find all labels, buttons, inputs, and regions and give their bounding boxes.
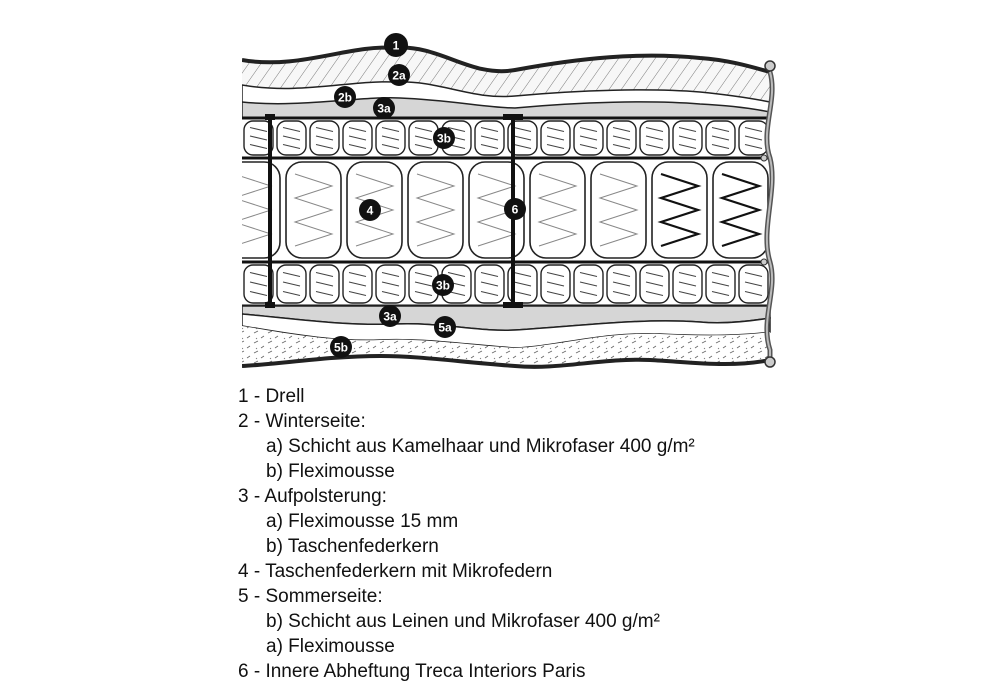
legend-item-5a: a) Fleximousse [266, 636, 395, 657]
pocket-spring-cell [705, 120, 736, 156]
corner-knot-bottom [764, 356, 776, 368]
callout-5a: 5a [434, 316, 456, 338]
pocket-spring-cell [672, 264, 703, 304]
callout-6-label: 6 [512, 203, 519, 217]
pocket-spring-cell [408, 120, 439, 156]
pocket-spring-cell [309, 264, 340, 304]
pocket-spring-cell [375, 264, 406, 304]
main-spring-cell [529, 161, 586, 259]
callout-2b: 2b [334, 86, 356, 108]
callout-4: 4 [359, 199, 381, 221]
callout-6: 6 [504, 198, 526, 220]
legend-item-3a: a) Fleximousse 15 mm [266, 511, 459, 532]
legend-item-3b: b) Taschenfederkern [266, 536, 439, 557]
pocket-spring-cell [738, 264, 769, 304]
pocket-spring-cell [639, 264, 670, 304]
pocket-spring-cell [540, 264, 571, 304]
callout-3b-bottom-label: 3b [436, 279, 450, 293]
callout-5a-label: 5a [438, 321, 452, 335]
ticking-top-edge [242, 45, 771, 74]
pocket-spring-cell [738, 120, 769, 156]
main-spring-cell [285, 161, 342, 259]
pocket-spring-cell [276, 264, 307, 304]
callout-3a-bottom: 3a [379, 305, 401, 327]
legend-item-4: 4 - Taschenfederkern mit Mikrofedern [238, 561, 553, 582]
legend-item-1: 1 - Drell [238, 386, 305, 407]
pocket-spring-cell [507, 120, 538, 156]
callout-5b: 5b [330, 336, 352, 358]
pocket-spring-cell [573, 120, 604, 156]
pocket-spring-cell [342, 264, 373, 304]
pocket-spring-cell [243, 120, 274, 156]
pocket-spring-cell [309, 120, 340, 156]
legend: 1 - Drell 2 - Winterseite: a) Schicht au… [238, 384, 838, 684]
corner-knot-top [764, 60, 776, 72]
top-pocket-spring-row [242, 116, 770, 160]
mattress-cross-section-diagram: 1 2a 2b 3a 3b 4 6 3b 3a 5a 5b [242, 33, 776, 369]
main-spring-cell [590, 161, 647, 259]
legend-item-3: 3 - Aufpolsterung: [238, 486, 387, 507]
pocket-spring-cell [639, 120, 670, 156]
legend-item-2: 2 - Winterseite: [238, 411, 366, 432]
inner-tufting-left [265, 114, 275, 308]
pocket-spring-cell [705, 264, 736, 304]
legend-item-2b: b) Fleximousse [266, 461, 395, 482]
pocket-spring-cell [573, 264, 604, 304]
callout-3b-top-label: 3b [437, 132, 451, 146]
main-spring-cell [712, 161, 769, 259]
callout-3a-bottom-label: 3a [383, 310, 397, 324]
pocket-spring-cell [243, 264, 274, 304]
callout-3a-top-label: 3a [377, 102, 391, 116]
callout-2a: 2a [388, 64, 410, 86]
pocket-spring-cell [375, 120, 406, 156]
callout-2b-label: 2b [338, 91, 352, 105]
pocket-spring-cell [672, 120, 703, 156]
main-pocket-spring-row [242, 156, 770, 264]
main-spring-cell [407, 161, 464, 259]
callout-4-label: 4 [367, 204, 374, 218]
callout-3b-bottom: 3b [432, 274, 454, 296]
callout-1: 1 [384, 33, 408, 57]
pocket-spring-cell [342, 120, 373, 156]
legend-item-6: 6 - Innere Abheftung Treca Interiors Par… [238, 661, 586, 682]
ticking-bottom-edge [242, 353, 771, 369]
pocket-spring-cell [606, 120, 637, 156]
bottom-pocket-spring-row [242, 260, 770, 308]
callout-3a-top: 3a [373, 97, 395, 119]
main-spring-cell [651, 161, 708, 259]
legend-item-5: 5 - Sommerseite: [238, 586, 383, 607]
pocket-spring-cell [276, 120, 307, 156]
pocket-spring-cell [606, 264, 637, 304]
pocket-spring-cell [474, 120, 505, 156]
legend-item-5b: b) Schicht aus Leinen und Mikrofaser 400… [266, 611, 660, 632]
pocket-spring-cell [540, 120, 571, 156]
callout-3b-top: 3b [433, 127, 455, 149]
callout-1-label: 1 [393, 39, 400, 53]
pocket-spring-cell [474, 264, 505, 304]
callout-2a-label: 2a [392, 69, 406, 83]
callout-5b-label: 5b [334, 341, 348, 355]
legend-item-2a: a) Schicht aus Kamelhaar und Mikrofaser … [266, 436, 695, 457]
